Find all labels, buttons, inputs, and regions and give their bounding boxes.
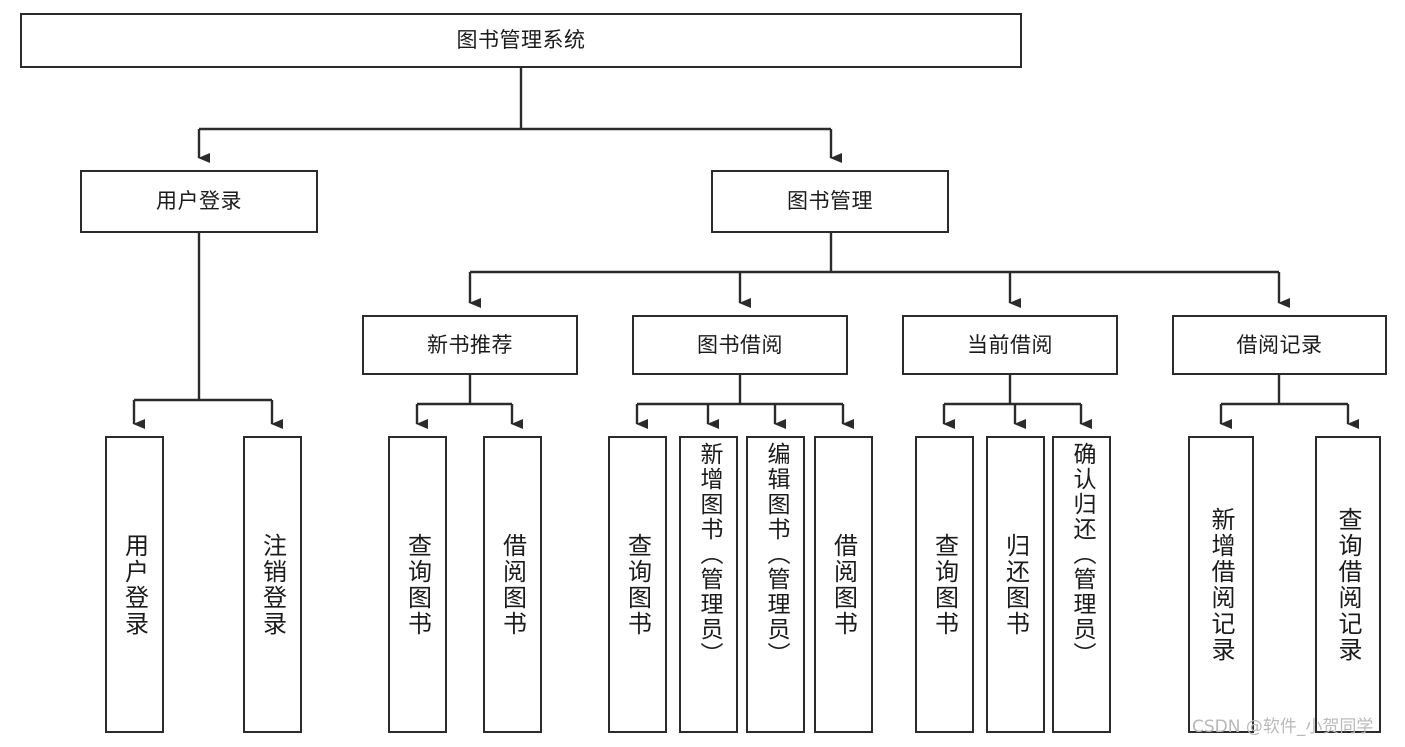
- node-label: 新增图书（管理员）: [696, 442, 722, 667]
- node-borrow-record[interactable]: 借阅记录: [1172, 315, 1387, 375]
- node-label: 新书推荐: [427, 332, 513, 357]
- leaf-current-borrow-confirm-return[interactable]: 确认归还（管理员）: [1052, 436, 1111, 733]
- leaf-book-borrow-borrow[interactable]: 借阅图书: [814, 436, 873, 733]
- node-user-login[interactable]: 用户登录: [80, 170, 318, 233]
- watermark-text: CSDN @软件_小贺同学: [1192, 717, 1374, 737]
- node-label: 图书借阅: [697, 332, 783, 357]
- leaf-borrow-record-add[interactable]: 新增借阅记录: [1188, 436, 1254, 733]
- node-book-borrow[interactable]: 图书借阅: [632, 315, 848, 375]
- node-label: 当前借阅: [967, 332, 1053, 357]
- node-label: 注销登录: [258, 532, 287, 637]
- node-label: 借阅图书: [498, 532, 527, 637]
- node-label: 归还图书: [1001, 532, 1030, 637]
- node-book-management[interactable]: 图书管理: [711, 170, 949, 233]
- leaf-book-borrow-edit[interactable]: 编辑图书（管理员）: [746, 436, 805, 733]
- node-label: 用户登录: [156, 189, 242, 214]
- leaf-user-login-logout[interactable]: 注销登录: [243, 436, 302, 733]
- leaf-current-borrow-return[interactable]: 归还图书: [986, 436, 1045, 733]
- leaf-book-borrow-query[interactable]: 查询图书: [608, 436, 667, 733]
- node-root-system[interactable]: 图书管理系统: [20, 13, 1022, 68]
- leaf-new-book-borrow[interactable]: 借阅图书: [483, 436, 542, 733]
- node-label: 编辑图书（管理员）: [763, 442, 789, 667]
- node-new-book-recommend[interactable]: 新书推荐: [362, 315, 578, 375]
- leaf-borrow-record-query[interactable]: 查询借阅记录: [1315, 436, 1381, 733]
- node-label: 确认归还（管理员）: [1069, 442, 1095, 667]
- node-label: 用户登录: [120, 532, 149, 637]
- node-label: 新增借阅记录: [1207, 506, 1235, 663]
- leaf-user-login-login[interactable]: 用户登录: [105, 436, 164, 733]
- node-label: 借阅记录: [1236, 332, 1323, 357]
- node-label: 查询借阅记录: [1334, 506, 1362, 663]
- leaf-current-borrow-query[interactable]: 查询图书: [915, 436, 974, 733]
- leaf-new-book-query[interactable]: 查询图书: [388, 436, 447, 733]
- node-label: 查询图书: [930, 532, 959, 637]
- node-label: 借阅图书: [829, 532, 858, 637]
- node-label: 查询图书: [623, 532, 652, 637]
- leaf-book-borrow-add[interactable]: 新增图书（管理员）: [679, 436, 738, 733]
- node-current-borrow[interactable]: 当前借阅: [902, 315, 1118, 375]
- node-label: 图书管理系统: [456, 28, 586, 53]
- node-label: 图书管理: [787, 189, 873, 214]
- node-label: 查询图书: [403, 532, 432, 637]
